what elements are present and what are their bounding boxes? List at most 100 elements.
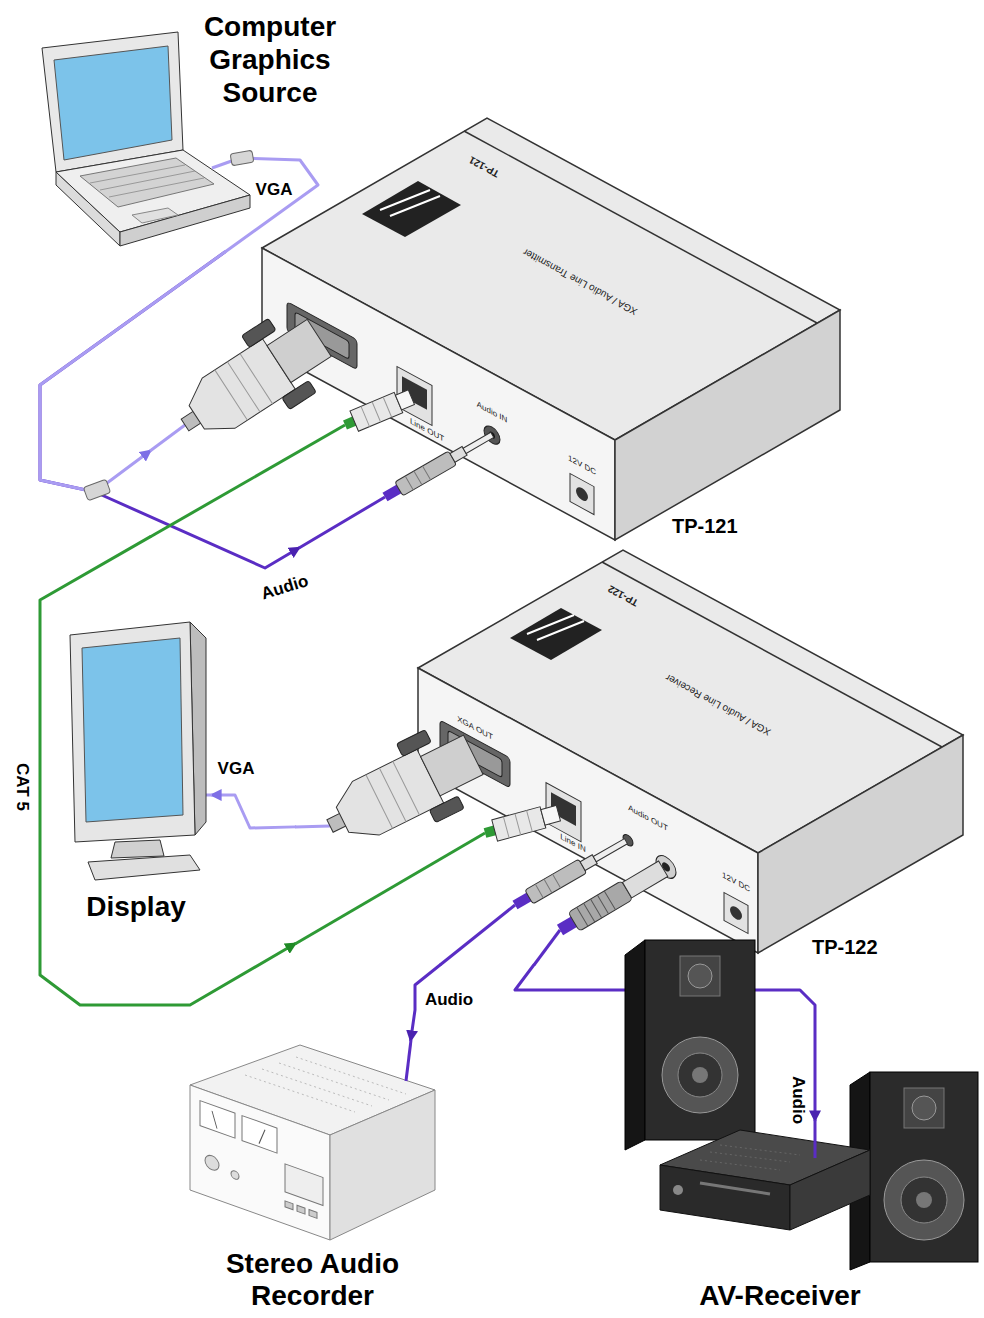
cable-stub-part <box>534 930 560 965</box>
speaker-right-part <box>912 1096 936 1120</box>
transmitter-housing-part <box>615 310 840 540</box>
signal-label: Audio <box>423 991 475 1010</box>
laptop-node: Computer Graphics Source <box>40 8 350 252</box>
transmitter-ports-part <box>570 474 594 515</box>
recorder-node: Stereo Audio Recorder <box>185 1040 440 1314</box>
transmitter-housing-part <box>262 248 615 540</box>
receiver-ports-part <box>724 892 748 933</box>
rca-plug-part <box>568 881 633 932</box>
cable-stub-part <box>299 497 385 548</box>
receiver-node: TP-122 <box>295 556 980 965</box>
rj45-plug-part <box>395 390 414 410</box>
ferrite-core-part <box>83 479 110 500</box>
speaker-left-part <box>645 940 755 1140</box>
device-caption: TP-122 <box>812 936 980 959</box>
receiver-housing-part <box>527 615 584 640</box>
speaker-right-part <box>884 1160 964 1240</box>
signal-label: CAT 5 <box>13 761 32 813</box>
cable-stub-part <box>295 826 330 827</box>
receiver-housing-part <box>510 608 602 660</box>
audio-plug-part <box>405 466 430 490</box>
rj45-plug-part <box>492 807 546 841</box>
cable-stub-part <box>295 833 485 944</box>
cable-connector <box>40 537 295 1005</box>
speaker-left-part <box>692 1067 708 1083</box>
rj45-plug-part <box>361 397 392 427</box>
monitor-drawing-part <box>70 622 195 842</box>
transmitter-housing <box>262 118 840 540</box>
av-receiver-node: AV-Receiver <box>660 1120 900 1314</box>
recorder-panel-part <box>205 1153 219 1172</box>
transmitter-ports <box>287 302 594 515</box>
cable-stub-part <box>150 425 185 451</box>
audio-plug-part <box>525 859 587 904</box>
recorder-panel-part <box>200 1101 235 1138</box>
device-caption: Display <box>60 891 212 923</box>
laptop-drawing-part <box>42 32 183 172</box>
speaker-left-part <box>678 1053 722 1097</box>
recorder-drawing-part <box>190 1085 330 1240</box>
signal-label: VGA <box>254 181 295 200</box>
laptop-drawing-part <box>120 195 250 246</box>
device-caption: Stereo Audio Recorder <box>185 1248 440 1312</box>
signal-label: VGA <box>216 760 257 779</box>
audio-plug-part <box>395 451 457 496</box>
vga-plug <box>310 715 492 865</box>
rj45-plug-part <box>541 805 561 825</box>
rca-plug-part <box>622 861 667 898</box>
recorder-drawing <box>190 1045 435 1240</box>
recorder-panel-part <box>285 1201 293 1210</box>
recorder-drawing-part <box>330 1090 435 1240</box>
receiver-ports-part <box>730 904 742 923</box>
transmitter-housing-part <box>362 181 461 237</box>
vga-plug-part <box>267 319 331 382</box>
cable-stub <box>150 425 385 548</box>
panel-marking: 12V DC <box>722 871 750 895</box>
speaker-right-part <box>870 1072 978 1262</box>
vga-plug-part <box>215 354 273 421</box>
receiver-housing-part <box>418 668 758 953</box>
laptop-drawing-part <box>56 150 250 232</box>
cable-stub-part <box>814 1120 817 1158</box>
receiver-ports <box>440 720 748 934</box>
cable-connector <box>40 252 299 568</box>
panel-marking: XGA / Audio Line Receiver <box>664 672 773 738</box>
speaker-right-part <box>904 1088 944 1128</box>
ferrite-core <box>83 479 110 500</box>
av-receiver-drawing <box>660 1130 870 1230</box>
vga-cable-part <box>230 150 254 166</box>
speaker-left-part <box>680 956 720 996</box>
transmitter-node: TP-121 <box>150 258 845 548</box>
vga-plug-part <box>429 796 464 823</box>
rca-plug <box>554 859 668 939</box>
rj45-plug <box>341 387 416 435</box>
receiver-housing-part <box>602 562 942 747</box>
vga-plug-part <box>421 735 484 796</box>
rj45-plug <box>482 803 561 844</box>
audio-plug-part <box>535 874 560 898</box>
panel-marking: Audio IN <box>477 400 508 425</box>
speaker-left <box>625 940 755 1150</box>
recorder-panel-part <box>285 1164 323 1206</box>
rj45-plug-part <box>350 392 403 431</box>
recorder-drawing-part <box>245 1057 406 1112</box>
recorder-panel-part <box>309 1209 317 1218</box>
device-caption: AV-Receiver <box>660 1280 900 1312</box>
speaker-left-part <box>625 940 645 1150</box>
receiver-housing <box>418 550 963 953</box>
panel-marking: XGA / Audio Line Transmitter <box>521 247 639 318</box>
speaker-right-part <box>916 1192 932 1208</box>
laptop-drawing-part <box>90 165 204 197</box>
rca-plug-part <box>577 891 616 926</box>
recorder-panel-part <box>231 1170 239 1181</box>
cable-stub <box>815 1120 816 1158</box>
recorder-panel-part <box>297 1205 305 1214</box>
transmitter-housing-part <box>464 131 817 323</box>
laptop-drawing-part <box>132 208 178 223</box>
transmitter-housing-part <box>380 190 440 216</box>
vga-plug-part <box>282 380 316 409</box>
av-receiver-drawing-part <box>673 1185 683 1195</box>
av-receiver-drawing-part <box>790 1150 870 1230</box>
panel-marking: Audio OUT <box>628 804 668 834</box>
